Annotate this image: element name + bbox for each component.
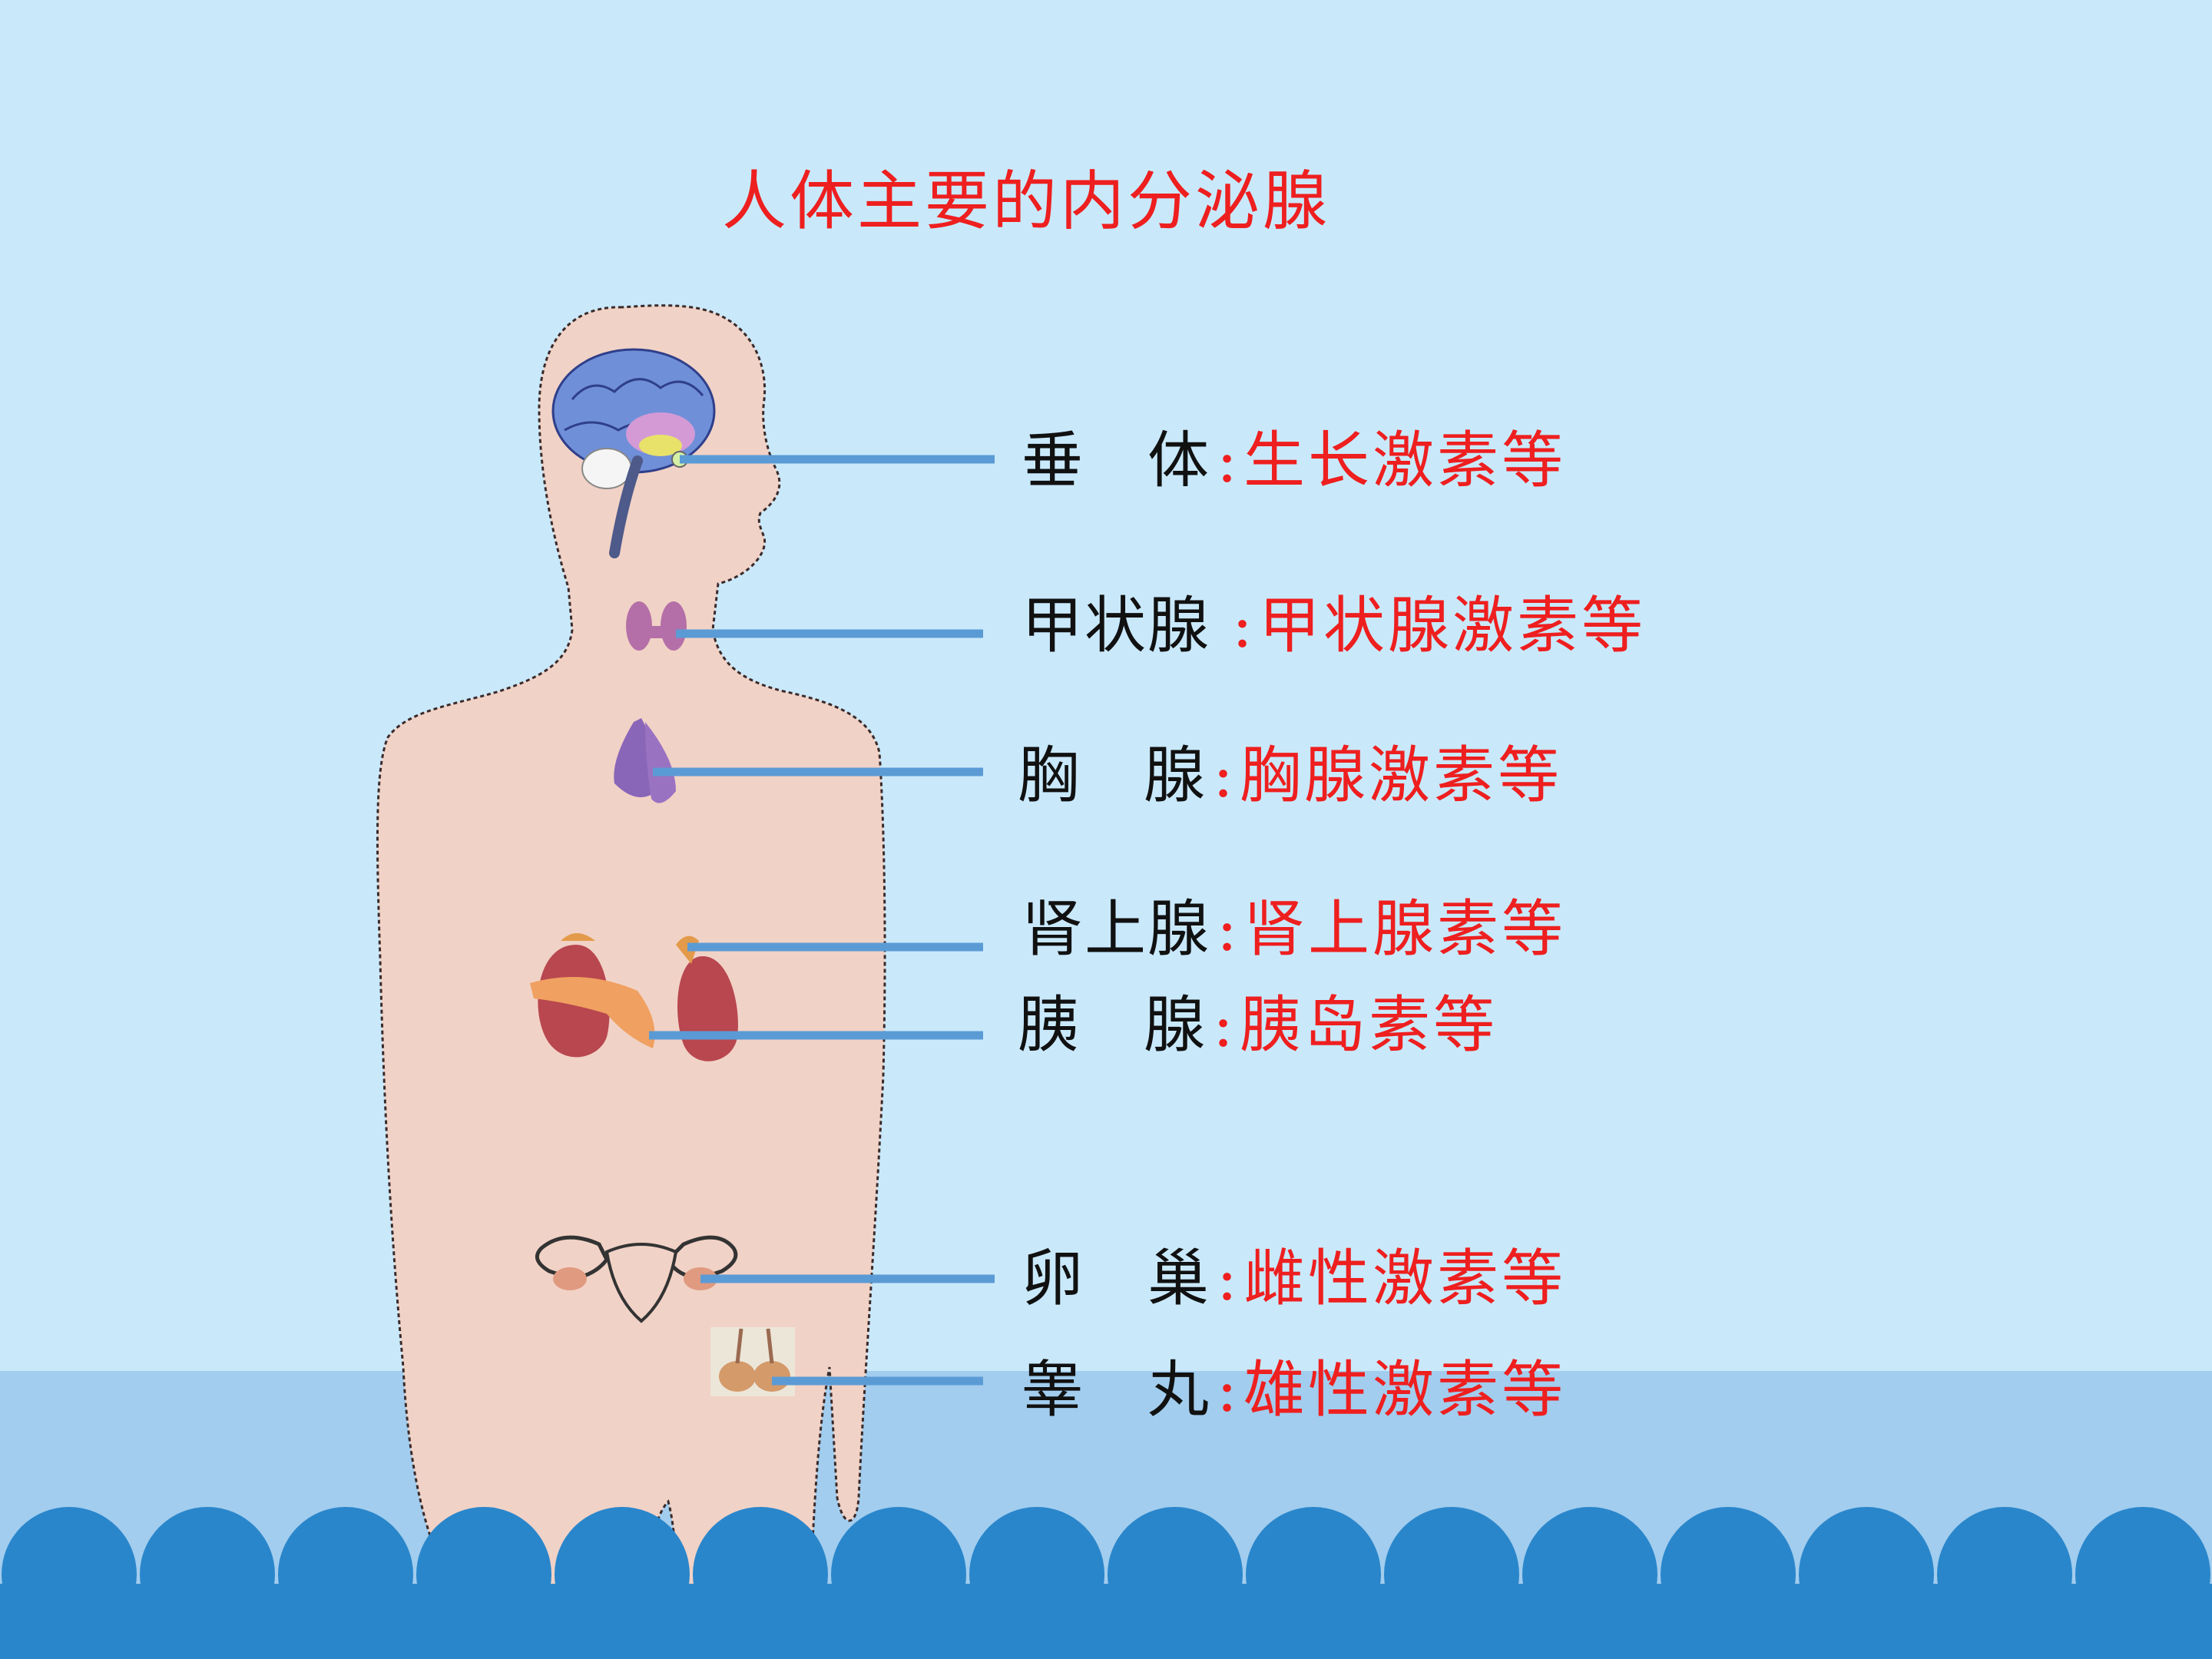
gland-separator: : xyxy=(1217,425,1237,496)
gland-hormone: 甲状腺激素等 xyxy=(1258,590,1646,661)
brain-pituitary-illustration xyxy=(551,348,716,558)
wave-decoration xyxy=(0,1507,2212,1659)
gland-hormone: 雌性激素等 xyxy=(1243,1243,1566,1314)
gland-name: 肾上腺 xyxy=(1022,893,1210,965)
gland-separator: : xyxy=(1217,1243,1237,1314)
thyroid-illustration xyxy=(626,601,687,651)
gland-name: 胸 腺 xyxy=(1018,740,1207,811)
gland-label-thyroid: 甲状腺:甲状腺激素等 xyxy=(1022,595,1646,657)
pointer-lines xyxy=(649,455,995,1386)
gland-separator: : xyxy=(1232,590,1253,661)
gland-separator: : xyxy=(1213,989,1233,1061)
gland-name: 卵 巢 xyxy=(1022,1243,1210,1314)
gland-label-thymus: 胸 腺:胸腺激素等 xyxy=(1018,745,1562,806)
gland-separator: : xyxy=(1213,740,1233,811)
gland-hormone: 肾上腺素等 xyxy=(1243,893,1566,965)
gland-separator: : xyxy=(1217,1354,1237,1426)
gland-label-pancreas: 胰 腺:胰岛素等 xyxy=(1018,995,1498,1056)
thymus-illustration xyxy=(614,718,676,803)
gland-hormone: 生长激素等 xyxy=(1243,425,1566,496)
ovaries-uterus-illustration xyxy=(535,1235,738,1323)
gland-name: 甲状腺 xyxy=(1022,590,1210,661)
testes-illustration xyxy=(710,1327,795,1396)
gland-name: 睾 丸 xyxy=(1022,1354,1210,1426)
gland-name: 胰 腺 xyxy=(1018,989,1207,1061)
wave-base xyxy=(0,1628,2212,1659)
gland-hormone: 雄性激素等 xyxy=(1243,1354,1566,1426)
human-body-figure xyxy=(376,304,886,1591)
gland-label-adrenal: 肾上腺:肾上腺素等 xyxy=(1022,899,1566,960)
gland-label-ovary: 卵 巢:雌性激素等 xyxy=(1022,1248,1566,1310)
gland-label-testis: 睾 丸:雄性激素等 xyxy=(1022,1359,1566,1421)
gland-separator: : xyxy=(1217,893,1237,965)
gland-hormone: 胰岛素等 xyxy=(1239,989,1498,1061)
gland-name: 垂 体 xyxy=(1022,425,1210,496)
body-silhouette xyxy=(376,304,886,1591)
gland-hormone: 胸腺激素等 xyxy=(1239,740,1562,811)
gland-label-pituitary: 垂 体:生长激素等 xyxy=(1022,430,1566,492)
slide-title: 人体主要的内分泌腺 xyxy=(722,164,1331,239)
